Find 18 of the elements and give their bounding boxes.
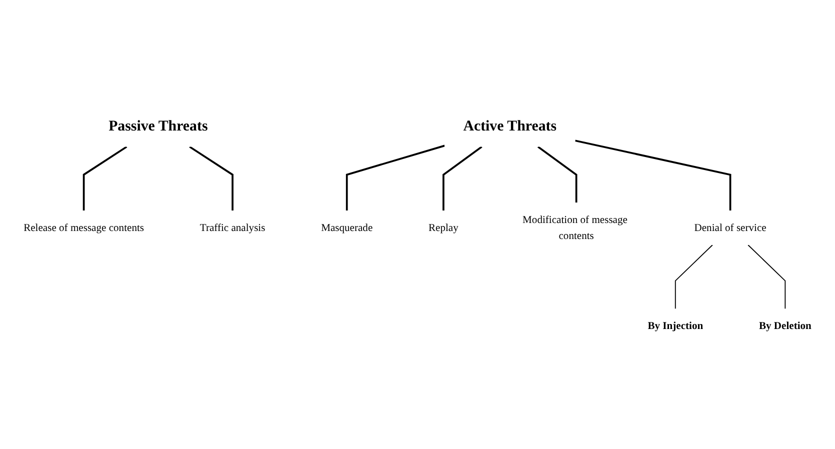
connector bbox=[346, 144, 445, 211]
node-text: By Deletion bbox=[758, 320, 812, 332]
connector bbox=[674, 244, 713, 310]
connector bbox=[442, 146, 482, 211]
node-text: Passive Threats bbox=[108, 118, 208, 134]
connector bbox=[574, 140, 732, 211]
node-text: Masquerade bbox=[321, 222, 373, 234]
node-text: By Injection bbox=[648, 320, 704, 332]
node-text: Active Threats bbox=[463, 118, 557, 134]
node-text: Replay bbox=[428, 222, 458, 234]
connector bbox=[82, 146, 128, 211]
node-text: Release of message contents bbox=[24, 222, 144, 234]
node-text: Traffic analysis bbox=[200, 222, 266, 234]
connector bbox=[537, 146, 578, 203]
connector bbox=[189, 146, 234, 211]
node-text: Denial of service bbox=[694, 222, 766, 234]
connector bbox=[748, 244, 786, 310]
node-text: Modification of message contents bbox=[522, 214, 628, 242]
